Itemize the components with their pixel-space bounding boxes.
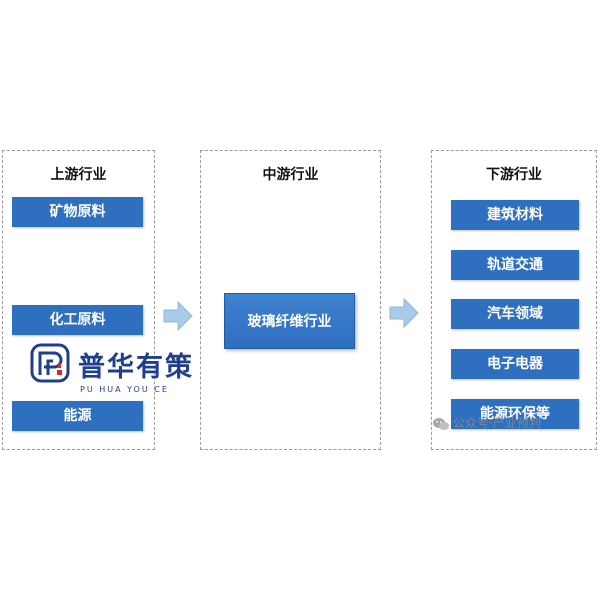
puhua-logo-mark-icon (30, 343, 70, 383)
downstream-item-electronics: 电子电器 (451, 349, 579, 379)
logo-name: 普华有策 (78, 352, 194, 383)
midstream-column: 中游行业 玻璃纤维行业 (200, 150, 381, 450)
upstream-item-energy: 能源 (12, 401, 143, 431)
arrow-right-icon (389, 298, 419, 328)
arrow-right-icon (163, 301, 193, 331)
midstream-item-fiberglass: 玻璃纤维行业 (224, 293, 355, 349)
upstream-column: 上游行业 矿物原料 化工原料 能源 (2, 150, 155, 450)
logo-subtitle: PU HUA YOU CE (80, 385, 169, 394)
downstream-item-rail: 轨道交通 (451, 250, 579, 280)
downstream-title: 下游行业 (486, 167, 542, 183)
upstream-title: 上游行业 (50, 167, 107, 183)
upstream-item-chemical: 化工原料 (12, 305, 143, 335)
wechat-icon (433, 417, 449, 430)
upstream-item-mineral: 矿物原料 (12, 197, 143, 227)
watermark: 公众号·产业预判 (432, 414, 541, 431)
downstream-item-building: 建筑材料 (451, 200, 579, 230)
downstream-item-auto: 汽车领域 (451, 299, 579, 329)
midstream-title: 中游行业 (262, 167, 319, 183)
puhua-logo: 普华有策 PU HUA YOU CE (30, 343, 220, 401)
downstream-column: 下游行业 建筑材料 轨道交通 汽车领域 电子电器 能源环保等 (431, 150, 597, 450)
watermark-text: 公众号·产业预判 (453, 416, 541, 430)
downstream-item-energy-env: 能源环保等 (451, 399, 579, 429)
